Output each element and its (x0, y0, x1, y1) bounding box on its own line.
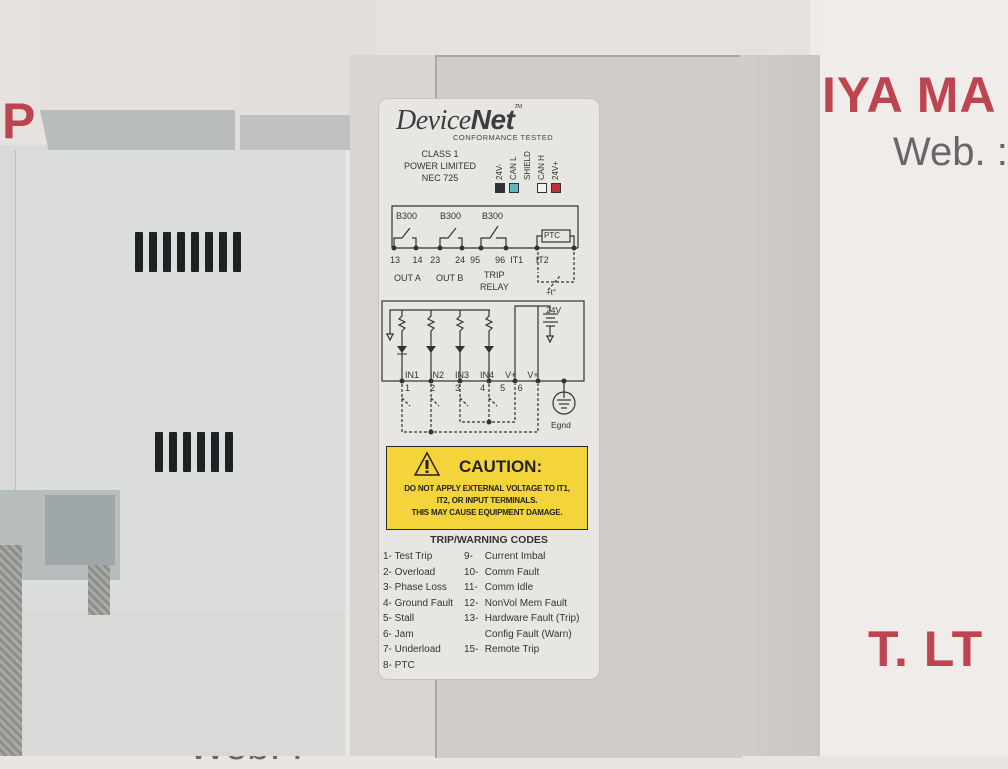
device-top-block (40, 0, 240, 120)
vent-grille-lower (155, 432, 233, 472)
label-out-a: OUT A (394, 273, 421, 283)
device-top-block-2-shadow (240, 115, 365, 150)
rating-out-b: B300 (440, 211, 462, 221)
pin-24v-plus: 24V+ (550, 144, 561, 193)
devicenet-label: DeviceNetTM CONFORMANCE TESTED CLASS 1 P… (378, 98, 600, 680)
rating-trip: B300 (482, 211, 504, 221)
label-trip: TRIP (484, 270, 505, 280)
code-item: 9- Current Imbal (464, 551, 546, 562)
terminal-connector-head (45, 495, 115, 565)
backdrop-right (820, 0, 1008, 756)
code-item: 12- NonVol Mem Fault (464, 597, 568, 609)
caution-box: CAUTION: DO NOT APPLY EXTERNAL VOLTAGE T… (386, 446, 588, 530)
codes-title: TRIP/WARNING CODES (430, 534, 548, 546)
pin-can-l: CAN L (508, 144, 519, 193)
pin-can-h: CAN H (536, 144, 547, 193)
code-item: 2- Overload (383, 566, 436, 578)
code-item: Config Fault (Warn) (484, 628, 572, 640)
watermark-web-top: Web. : (893, 130, 1008, 174)
class-info: CLASS 1 POWER LIMITED NEC 725 (404, 149, 477, 183)
code-item: 10- Comm Fault (464, 566, 540, 578)
thermal-symbol: +t° (546, 288, 557, 297)
vent-grille-upper (135, 232, 241, 272)
code-item: 3- Phase Loss (383, 582, 447, 593)
terminal-pin-left (0, 545, 22, 756)
device-top-block-shadow (40, 110, 259, 150)
network-pin-legend: 24V- CAN L SHIELD CAN H 24V+ (494, 144, 561, 193)
terminal-pin-right (88, 565, 110, 615)
relay-schematic (391, 205, 579, 291)
warning-triangle-icon (413, 451, 441, 476)
code-item: 5- Stall (383, 613, 415, 624)
watermark-top-left: P (2, 93, 37, 149)
relay-terminals: 13 14 23 24 95 96 IT1 IT2 (390, 255, 549, 265)
conformance-text: CONFORMANCE TESTED (453, 133, 554, 142)
supply-24v: 24V (546, 305, 562, 315)
input-terminal-numbers: 1 2 3 4 5 6 (405, 383, 523, 393)
device-right-edge (740, 55, 820, 756)
code-item: 8- PTC (383, 659, 415, 671)
watermark-bottom-right: T. LT (868, 621, 984, 677)
code-item: 4- Ground Fault (383, 597, 454, 609)
label-out-b: OUT B (436, 273, 464, 283)
ptc-label: PTC (544, 231, 560, 240)
codes-right-column: 9- Current Imbal 10- Comm Fault 11- Comm… (464, 549, 579, 658)
label-relay: RELAY (480, 282, 509, 292)
code-item: 13- Hardware Fault (Trip) (464, 613, 580, 624)
devicenet-logo: DeviceNetTM (396, 104, 522, 136)
input-schematic (381, 300, 585, 435)
input-labels: IN1 IN2 IN3 IN4 V+ V+ (405, 370, 539, 380)
code-item: 1- Test Trip (383, 551, 433, 562)
codes-left-column: 1- Test Trip 2- Overload 3- Phase Loss 4… (383, 549, 453, 673)
pin-24v-minus: 24V- (494, 144, 505, 193)
pin-shield: SHIELD (523, 151, 532, 180)
caution-text: DO NOT APPLY EXTERNAL VOLTAGE TO IT1, IT… (404, 484, 570, 517)
rating-out-a: B300 (396, 211, 418, 221)
watermark-top-right: IYA MA (822, 67, 997, 123)
egnd-label: Egnd (551, 420, 571, 430)
code-item: 6- Jam (383, 628, 414, 640)
code-item: 7- Underload (383, 644, 441, 655)
code-item: 15- Remote Trip (464, 644, 540, 655)
caution-title: CAUTION: (459, 457, 543, 476)
code-item: 11- Comm Idle (464, 582, 534, 593)
